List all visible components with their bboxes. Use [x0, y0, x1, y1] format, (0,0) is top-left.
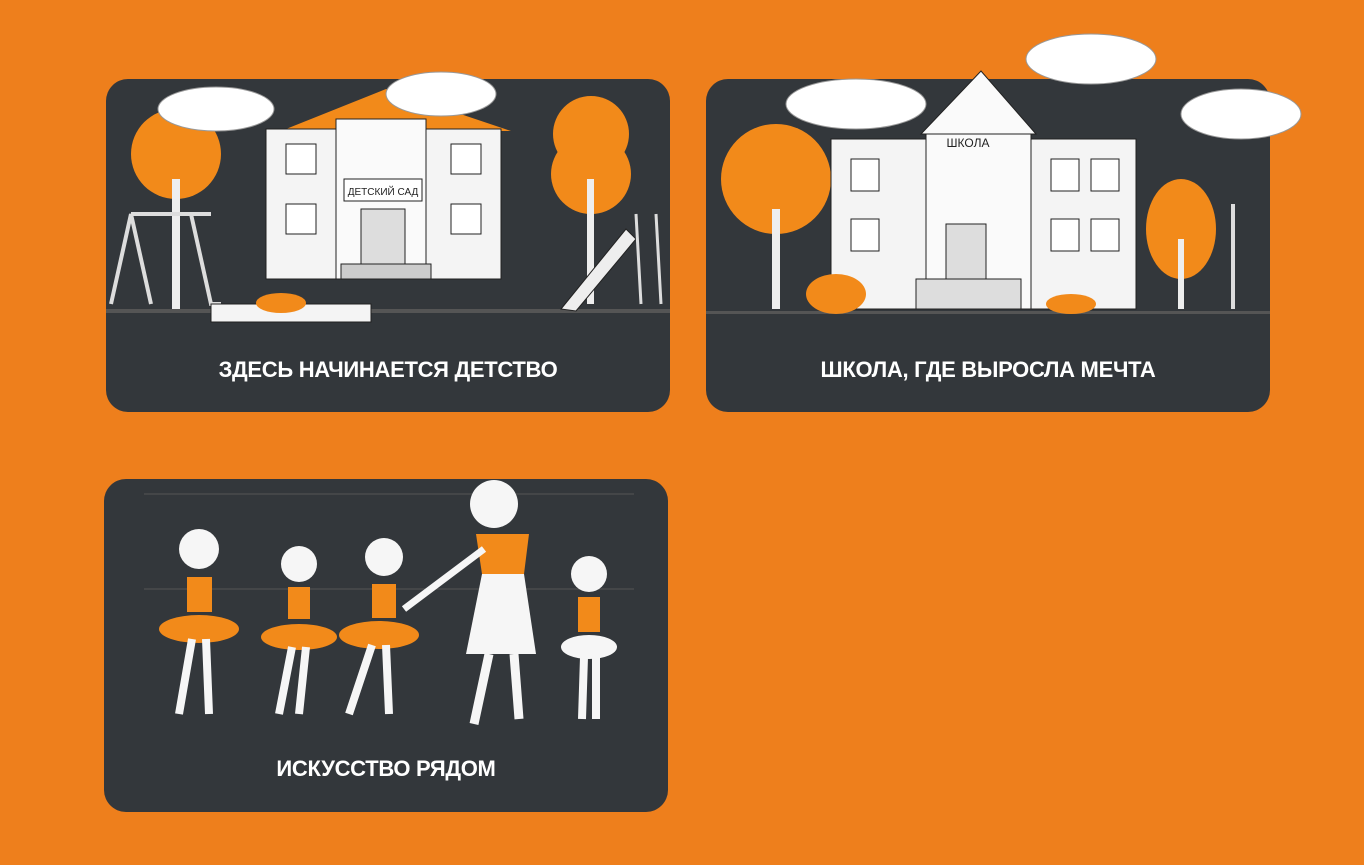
- card-title: ШКОЛА, ГДЕ ВЫРОСЛА МЕЧТА: [820, 357, 1156, 382]
- school-sign: ШКОЛА: [947, 136, 990, 150]
- dancers: [159, 480, 617, 725]
- kindergarten-illustration: ДЕТСКИЙ САД: [106, 71, 670, 323]
- school-illustration: ШКОЛА: [706, 33, 1302, 314]
- kindergarten-sign: ДЕТСКИЙ САД: [348, 185, 419, 198]
- ballet-illustration: [144, 480, 634, 725]
- card-title: ИСКУССТВО РЯДОМ: [276, 756, 496, 781]
- card-kindergarten[interactable]: ДЕТСКИЙ САД ЗДЕСЬ НАЧИНАЕТСЯ ДЕТСТВО: [106, 71, 670, 412]
- card-ballet[interactable]: ИСКУССТВО РЯДОМ: [104, 479, 668, 812]
- card-title: ЗДЕСЬ НАЧИНАЕТСЯ ДЕТСТВО: [218, 357, 558, 382]
- card-school[interactable]: ШКОЛА ШКОЛА, ГДЕ ВЫРОСЛА МЕЧТА: [706, 33, 1302, 412]
